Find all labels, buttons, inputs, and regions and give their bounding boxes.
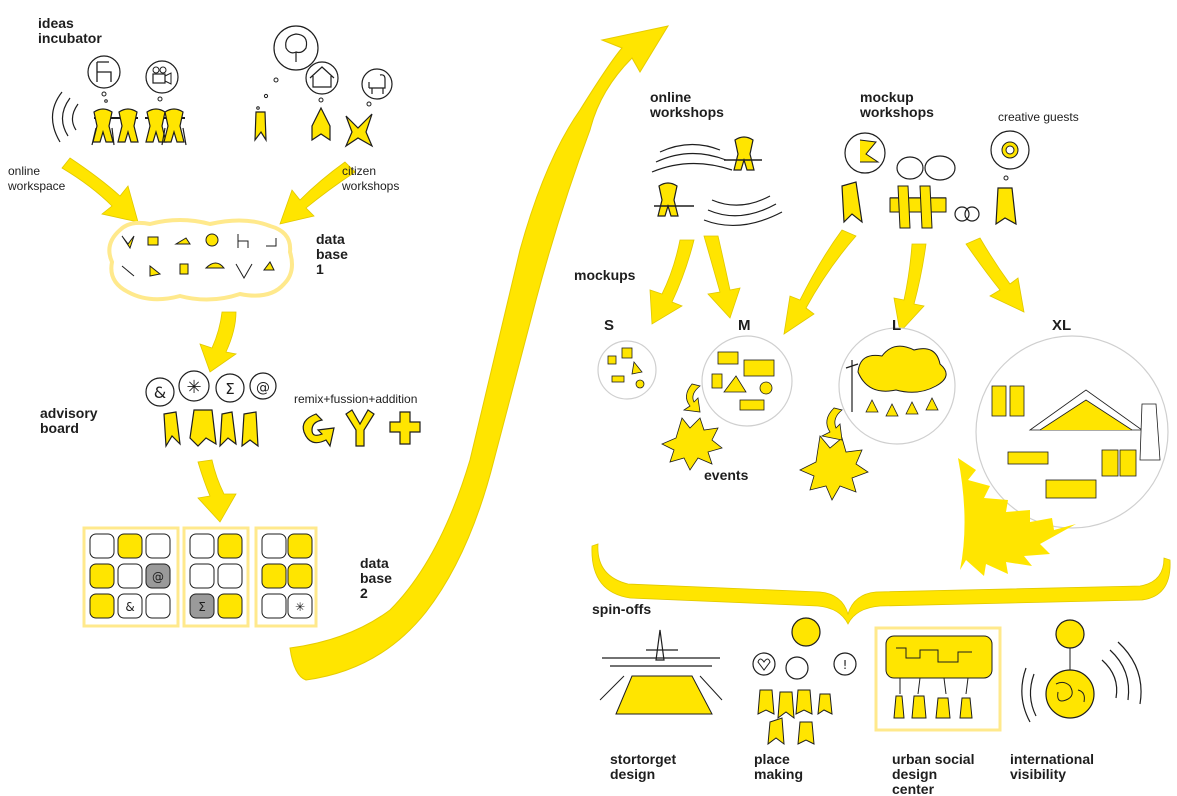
mockup-workshops-icon [841,132,980,229]
data-base-2-label: data base 2 [360,555,392,601]
svg-text:Σ: Σ [225,380,234,398]
online-workshops-icon [651,136,783,227]
outcome-place-making: place making [754,751,804,782]
spin-offs-brace [591,543,1171,625]
curved-arrow-icon [302,413,335,448]
creative-guests-icon [990,130,1030,226]
exclamation-icon: ! [843,658,848,672]
size-m-label: M [738,317,751,334]
data-base-1-label: data base 1 [316,231,348,277]
spin-offs-label: spin-offs [592,601,652,617]
mockup-l-circle [838,327,956,445]
main-flow-arrow [289,25,670,681]
arrow-to-database2 [197,459,237,523]
house-icon [305,61,339,103]
size-l-label: L [892,317,902,334]
database-1-cloud [107,218,294,302]
database-2-panels: @ & Σ ✳ [82,526,318,628]
citizen-workshops-label: citizen workshops [342,164,400,193]
mockup-xl-circle [975,335,1169,529]
remix-label: remix+fussion+addition [294,392,418,406]
ampersand-icon: & [145,377,175,407]
online-workspace-label: online workspace [8,164,66,193]
film-camera-icon [145,60,179,102]
svg-text:@: @ [152,570,164,584]
outcome-international-visibility: international visibility [1010,751,1095,782]
ideas-incubator-label: ideas incubator [38,15,102,46]
outcome-urban-social-design-center: urban social design center [892,751,975,796]
arrow-to-database1 [61,157,356,225]
svg-text:&: & [154,383,166,402]
mockup-workshops-label: mockup workshops [860,89,934,120]
events-label: events [704,467,749,483]
wifi-waves-icon [51,91,79,143]
stortorget-design-illustration [599,629,723,715]
advisory-figures-icon [163,409,259,448]
svg-text:@: @ [256,380,270,396]
plus-icon [389,411,421,445]
chair-icon [87,55,121,103]
heart-icon [757,658,771,671]
mockups-label: mockups [574,267,636,283]
svg-text:✳: ✳ [295,600,305,614]
svg-text:Σ: Σ [198,600,206,614]
at-sign-icon: @ [249,372,277,400]
asterisk-icon: ✳ [178,370,210,402]
tree-icon [256,25,319,110]
armchair-icon [361,68,393,107]
svg-text:✳: ✳ [186,377,201,398]
outcome-stortorget-design: stortorget design [610,751,677,782]
event-burst-m [661,383,723,471]
svg-text:&: & [125,600,134,614]
size-s-label: S [604,317,615,334]
mockup-s-circle [597,340,657,400]
event-burst-l [799,407,869,501]
fork-icon [345,409,375,447]
sun-icon [958,458,1076,576]
arrows-to-mockups [649,229,1025,335]
size-xl-label: XL [1052,317,1072,334]
globe-icon [1021,619,1142,723]
citizen-figures-icon [254,106,374,148]
creative-guests-label: creative guests [998,110,1079,124]
mockup-m-circle [701,335,793,427]
desk-people-icon [91,108,187,146]
arrow-to-advisory [199,311,238,373]
online-workshops-label: online workshops [650,89,724,120]
sigma-icon: Σ [215,373,245,403]
advisory-board-label: advisory board [40,405,98,436]
place-making-illustration: ! [752,617,857,746]
urban-social-design-center-illustration [874,626,1002,732]
